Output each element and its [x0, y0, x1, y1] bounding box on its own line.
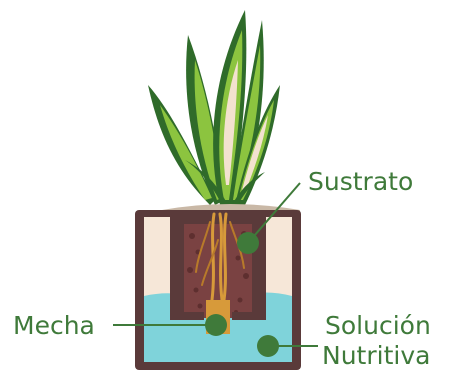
- label-solucion-line2: Nutritiva: [322, 341, 430, 370]
- label-sustrato: Sustrato: [308, 167, 413, 196]
- label-solucion-line1: Solución: [325, 311, 431, 340]
- plant-leaves: [148, 10, 280, 205]
- label-mecha: Mecha: [13, 311, 95, 340]
- mecha-marker: [205, 314, 227, 336]
- solucion-marker: [257, 335, 279, 357]
- sustrato-marker: [237, 232, 259, 254]
